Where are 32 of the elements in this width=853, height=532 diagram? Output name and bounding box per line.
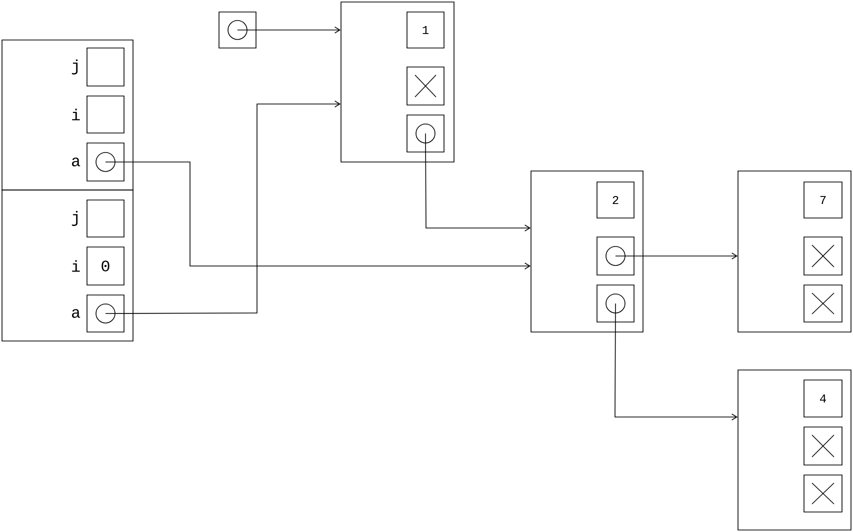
memory-cell: [804, 236, 842, 276]
frame-box: [340, 2, 454, 162]
memory-cell: [406, 114, 444, 152]
memory-cell: [596, 284, 634, 322]
variable-name: j: [72, 211, 78, 226]
memory-cell: 0: [86, 246, 124, 286]
frame-box: [738, 370, 852, 530]
arrow: [237, 26, 341, 34]
memory-cell: [596, 236, 634, 276]
frame-box: [530, 170, 644, 332]
variable-name: a: [72, 158, 80, 166]
frame-box: [2, 40, 134, 190]
memory-cell: [406, 66, 444, 106]
memory-cell: 2: [596, 182, 634, 218]
memory-cell: [804, 284, 842, 322]
arrow: [615, 252, 738, 260]
frame-box: [2, 190, 134, 342]
memory-cell: [804, 426, 842, 466]
variable-name: i: [72, 260, 80, 272]
frame-box: [738, 170, 852, 332]
memory-cell: 1: [406, 12, 444, 48]
memory-cell: 7: [804, 182, 842, 218]
memory-cell: 4: [804, 380, 842, 418]
memory-cell: [804, 474, 842, 512]
variable-name: j: [72, 60, 78, 74]
variable-name: i: [72, 108, 80, 120]
arrow: [105, 100, 341, 314]
arrow: [425, 133, 531, 232]
frame-box: [218, 12, 256, 48]
arrow: [105, 162, 531, 270]
arrow: [614, 303, 738, 420]
variable-name: a: [72, 309, 80, 318]
